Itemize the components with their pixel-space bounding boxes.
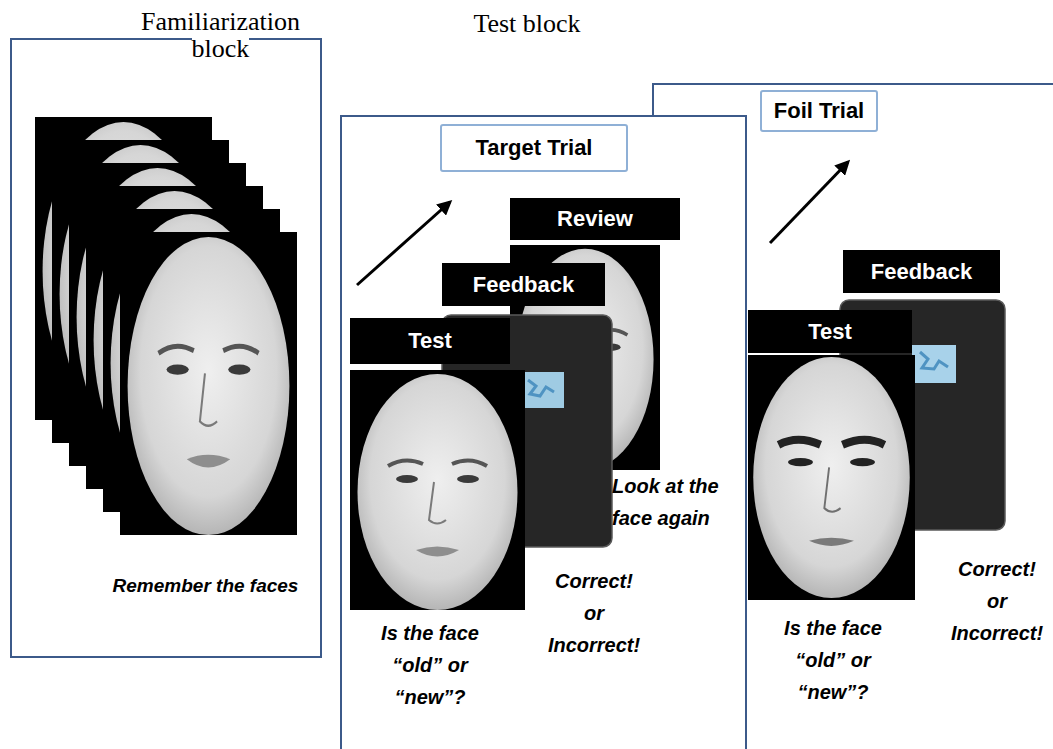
step-label: Test (748, 310, 912, 353)
face-photo (748, 355, 915, 600)
step-label: Feedback (442, 263, 605, 306)
feedback-text: Correct! or Incorrect! (545, 565, 643, 661)
box-text: Target Trial (476, 135, 593, 161)
box-text: Foil Trial (774, 98, 864, 124)
box-text: Feedback (871, 259, 973, 285)
question-text: Is the face “old” or “new”? (768, 612, 898, 708)
feedback-image (912, 345, 956, 383)
step-label: Review (510, 198, 680, 240)
feedback-image (920, 352, 948, 369)
box-text: Test (408, 328, 452, 354)
pointer-arrow (357, 202, 450, 285)
pointer-arrow (770, 162, 848, 243)
feedback-image (520, 372, 564, 408)
block-heading: Test block (473, 9, 580, 38)
trial-panel: Is the face “old” or “new”? Correct! or I… (652, 83, 1053, 749)
panel-edge (652, 83, 654, 116)
face-photo (120, 232, 297, 535)
instruction-text: Look at the face again (612, 470, 726, 534)
instruction-text: Remember the faces (93, 573, 318, 599)
step-label: Test (350, 318, 510, 364)
step-label: Feedback (843, 250, 1000, 293)
familiarization-panel: Remember the faces (10, 38, 322, 658)
box-text: Feedback (473, 272, 575, 298)
box-text: Review (557, 206, 633, 232)
face-photo (350, 370, 525, 610)
box-text: Test (808, 319, 852, 345)
trial-type-box: Foil Trial (760, 90, 878, 132)
feedback-image (528, 380, 554, 396)
trial-panel: Is the face “old” or “new”? Correct! or I… (340, 115, 747, 749)
block-heading: Familiarization block (141, 7, 300, 63)
question-text: Is the face “old” or “new”? (360, 617, 500, 713)
feedback-text: Correct! or Incorrect! (948, 553, 1046, 649)
trial-type-box: Target Trial (440, 124, 628, 172)
